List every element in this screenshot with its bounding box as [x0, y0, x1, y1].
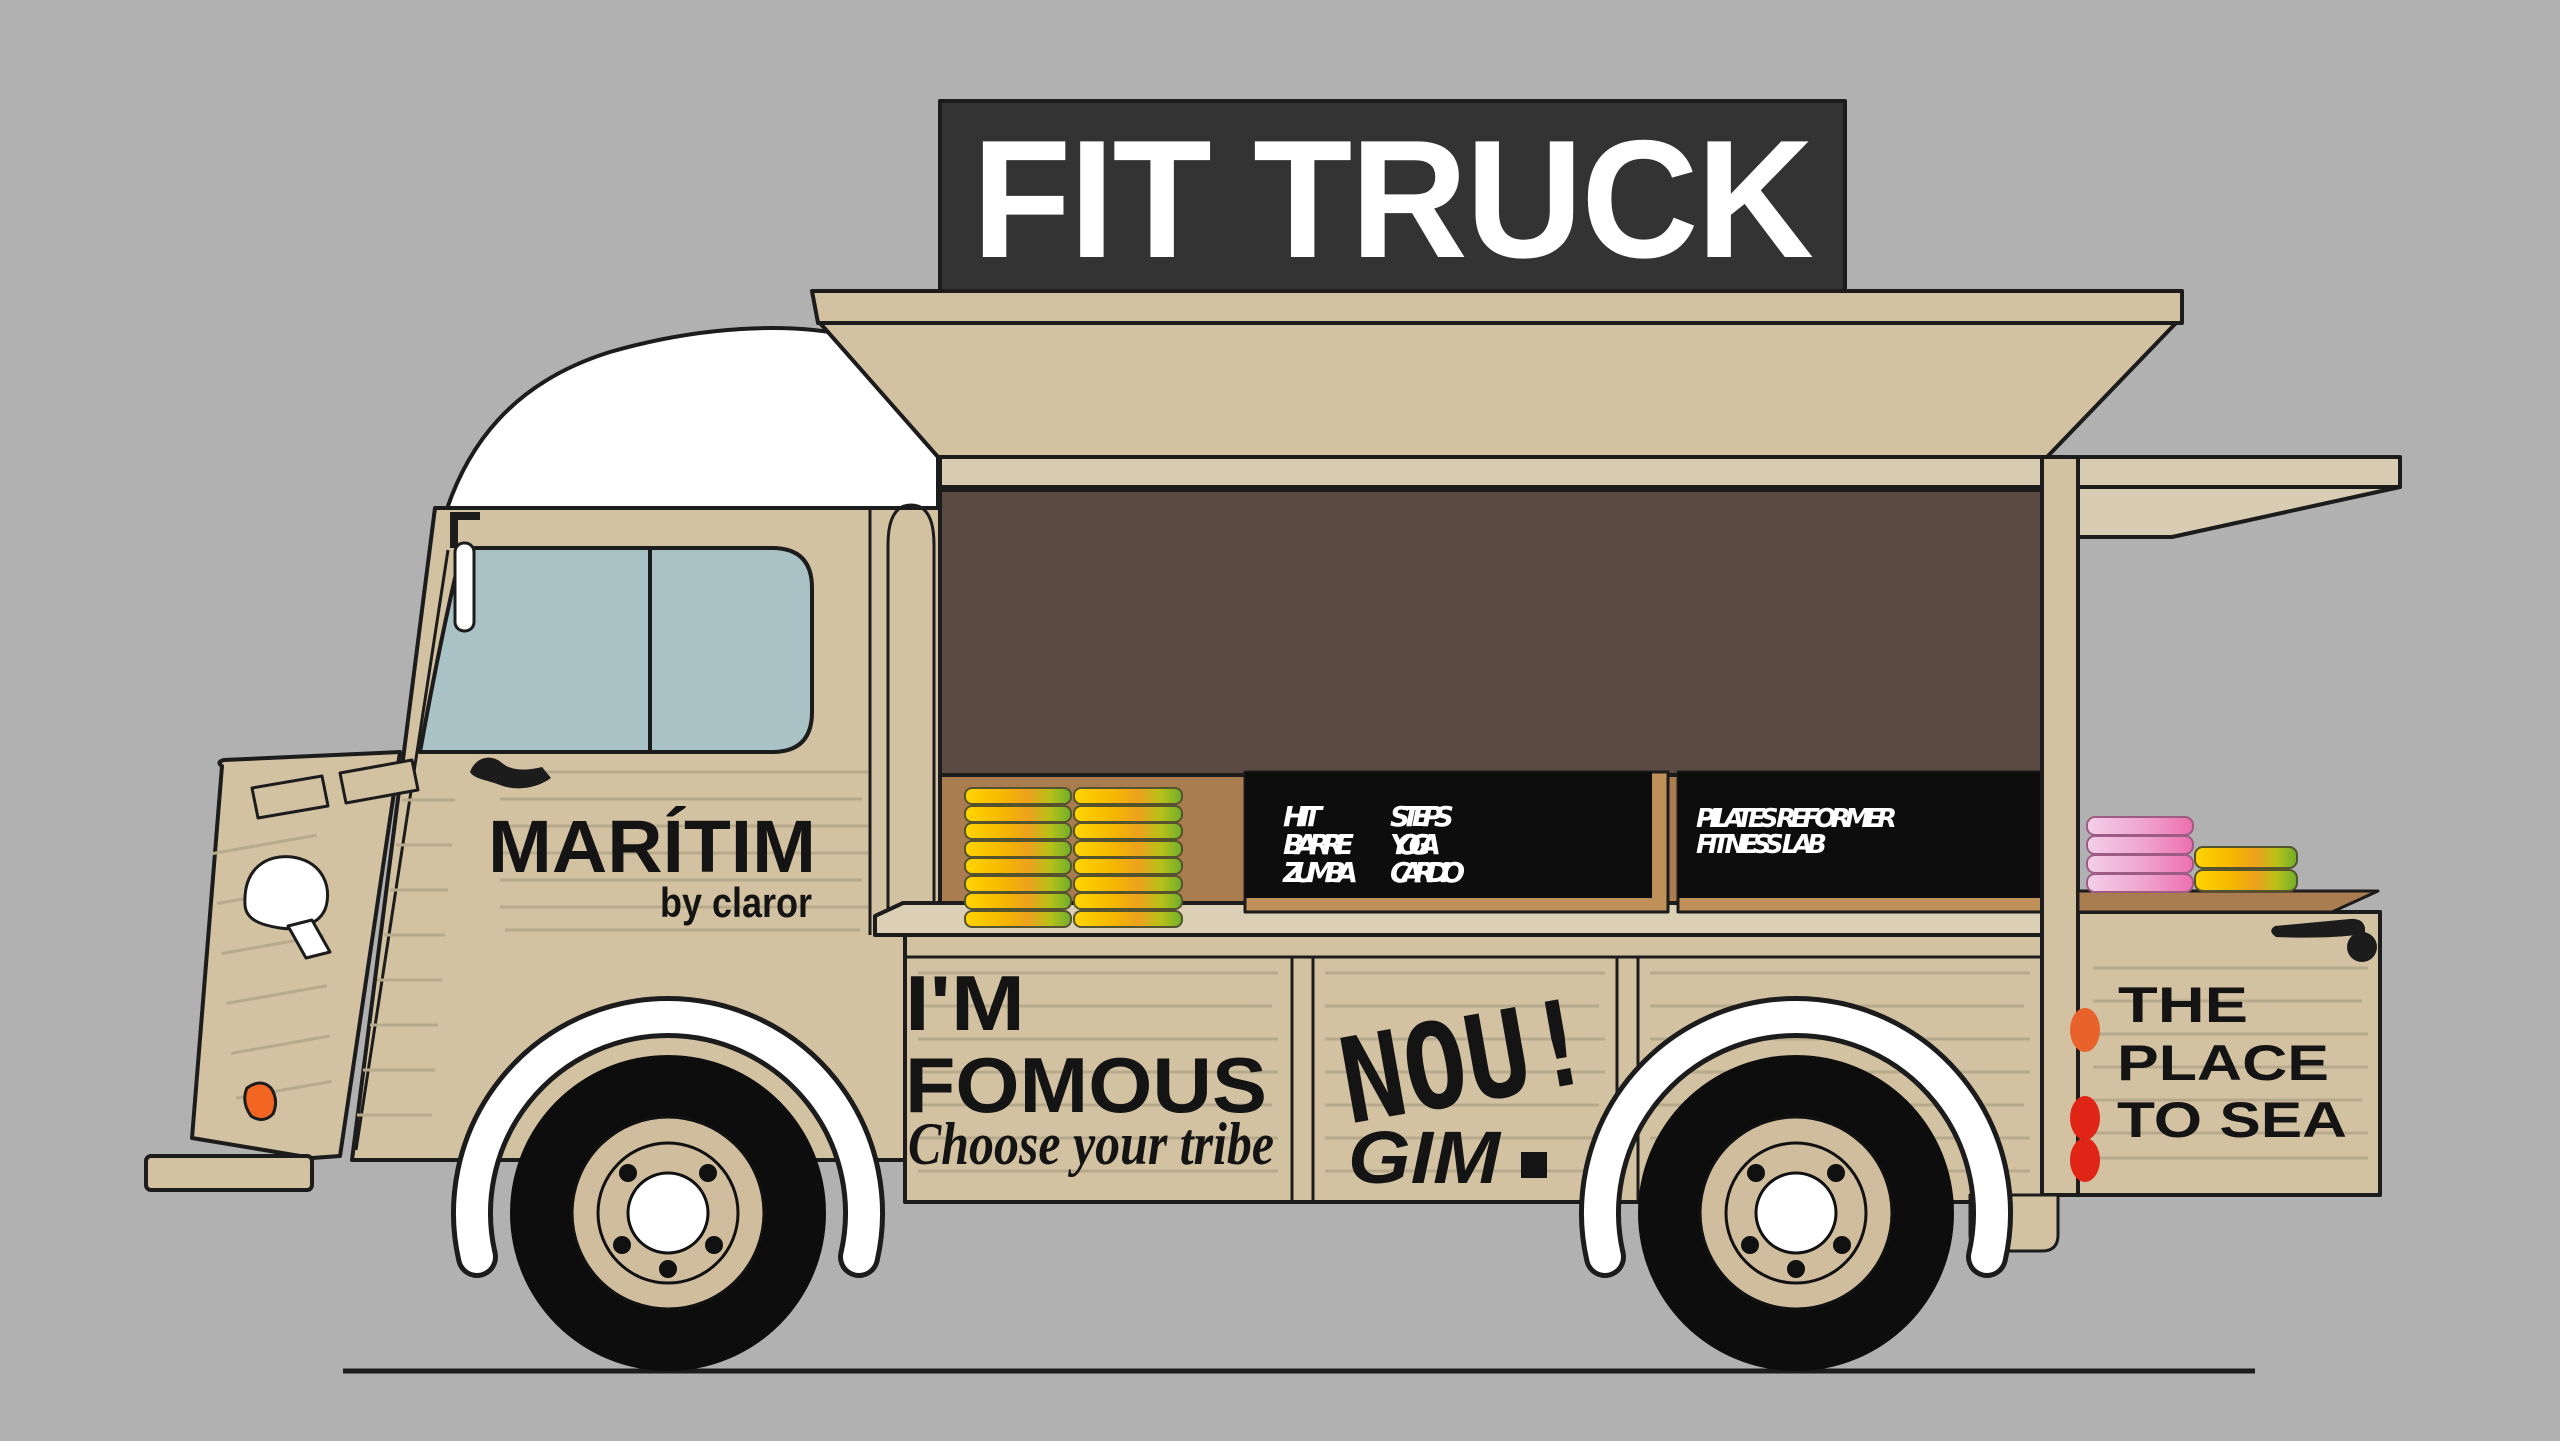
tail-light-orange [2070, 1008, 2100, 1052]
box-top-rail [938, 455, 2402, 489]
towel-stack-yellow-rear [2194, 846, 2298, 892]
wiper-blade [453, 541, 476, 633]
cab-pillar-seam [354, 549, 450, 1151]
front-lug-nuts [613, 1164, 723, 1278]
menu-board-2-surface [1678, 772, 2043, 898]
rear-line1: THE [2118, 977, 2248, 1033]
famous-line1: I'M [905, 959, 1025, 1047]
menu-item: PILATES REFORMER [1696, 804, 1898, 834]
menu-item: BARRE [1283, 828, 1355, 861]
towel-stack-yellow-right [1073, 787, 1183, 928]
tailgate-panel [2076, 910, 2382, 1197]
front-bumper [144, 1154, 314, 1192]
sign-board: FIT TRUCK [938, 99, 1847, 293]
door-handle [470, 757, 551, 789]
canopy-body [818, 321, 2178, 459]
menu-board-1-surface [1245, 772, 1652, 898]
menu-item: FITNESS LAB [1696, 830, 1828, 860]
cab-window [418, 546, 814, 754]
menu-item: STEPS [1390, 800, 1455, 833]
tailgate-handle [2271, 918, 2365, 938]
towel-stack-pink [2086, 816, 2194, 893]
tailgate-handle-knob [2347, 932, 2377, 962]
rear-fender [1584, 1001, 2008, 1273]
wiper-bracket [450, 512, 480, 548]
tailgate: THE PLACE TO SEA [2070, 910, 2382, 1197]
hood-vent-right [338, 758, 420, 805]
box-rear-post [2040, 455, 2080, 1197]
graffiti-sub: GIM [1348, 1116, 1501, 1199]
windshield-glass [418, 546, 814, 754]
front-signal-orange [243, 1081, 278, 1121]
famous-line2: FOMOUS [905, 1041, 1267, 1129]
brand-text: MARÍTIM [488, 805, 816, 888]
rear-line2: PLACE [2117, 1035, 2329, 1091]
canopy-top-band [810, 289, 2184, 325]
front-fender [456, 1001, 880, 1273]
front-hub-center [626, 1171, 710, 1255]
front-hub-ring [596, 1141, 740, 1285]
cab-plank-lines [357, 770, 868, 1117]
headlight [243, 855, 330, 931]
towel-stack-yellow-left [964, 787, 1072, 928]
sign-label: FIT TRUCK [972, 105, 1813, 293]
graffiti-square-dot [1521, 1152, 1547, 1178]
rear-hub-center [1754, 1171, 1838, 1255]
rear-line3: TO SEA [2117, 1092, 2347, 1148]
hood-vent-left [250, 774, 330, 820]
brand-subtext: by claror [660, 879, 812, 926]
menu-board-2: PILATES REFORMER FITNESS LAB [1676, 770, 2060, 914]
menu-item: CARDIO [1390, 856, 1466, 889]
tail-light-red-lower [2070, 1138, 2100, 1182]
menu-item: ZUMBA [1282, 856, 1359, 889]
menu-board-1: HIT BARRE ZUMBA STEPS YOGA CARDIO [1243, 770, 1670, 914]
rear-wheel [1579, 996, 2013, 1371]
serving-window-opening [938, 488, 2044, 777]
hood-panel-body [190, 750, 402, 1160]
tagline: Choose your tribe [908, 1111, 1274, 1177]
rear-lug-nuts [1741, 1164, 1851, 1278]
menu-item: HIT [1283, 800, 1324, 833]
rear-shelf [2076, 889, 2380, 914]
headlight-stem [286, 918, 332, 960]
menu-item: YOGA [1390, 828, 1442, 861]
rear-hub-ring [1724, 1141, 1868, 1285]
tailgate-plank-lines [2093, 966, 2368, 1160]
door-arch-frame [886, 503, 936, 935]
front-hood-panel [190, 750, 420, 1160]
front-wheel [451, 996, 885, 1371]
famous-panel-text: I'M FOMOUS Choose your tribe [905, 959, 1274, 1177]
sign-background [938, 99, 1847, 293]
tail-light-red-upper [2070, 1096, 2100, 1140]
